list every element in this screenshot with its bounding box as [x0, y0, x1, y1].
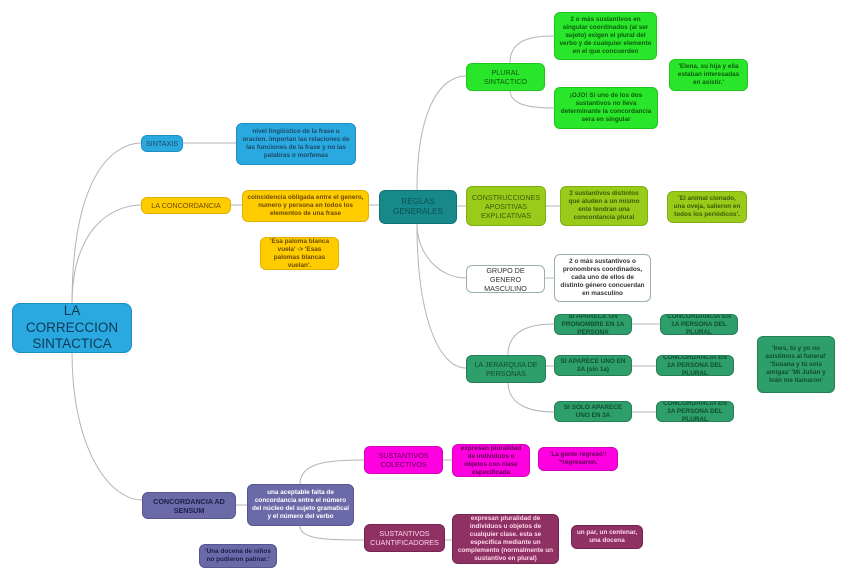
ad-sensum-node[interactable]: CONCORDANCIA AD SENSUM	[142, 492, 236, 519]
jerarquia-case-1-result[interactable]: CONCORDANCIA EN 1A PERSONA DEL PLURAL	[660, 314, 738, 335]
plural-rule-1[interactable]: 2 o más sustantivos en singular coordina…	[554, 12, 657, 60]
apositivas-node[interactable]: CONSTRUCCIONES APOSITIVAS EXPLICATIVAS	[466, 186, 546, 226]
root-topic[interactable]: LA CORRECCION SINTACTICA	[12, 303, 132, 353]
genero-masculino-node[interactable]: GRUPO DE GENERO MASCULINO	[466, 265, 545, 293]
apositivas-example[interactable]: 'El animal clonado, una oveja, salieron …	[667, 191, 747, 223]
sintaxis-description[interactable]: nivel lingüistico de la frase u oracion.…	[236, 123, 356, 165]
plural-sintactico-node[interactable]: PLURAL SINTACTICO	[466, 63, 545, 91]
ad-sensum-example[interactable]: 'Una docena de niños no pudieron patinar…	[199, 544, 277, 568]
jerarquia-case-1-condition[interactable]: SI APARECE UN PRONOMBRE EN 1A PERSONA	[554, 314, 632, 335]
plural-example[interactable]: 'Elena, su hija y ella estaban interesad…	[669, 59, 748, 91]
jerarquia-example[interactable]: 'Ines, tú y yo no asistimos al funeral' …	[757, 336, 835, 393]
colectivos-node[interactable]: SUSTANTIVOS COLECTIVOS	[364, 446, 443, 474]
jerarquia-case-2-result[interactable]: CONCORDANCIA EN 2A PERSONA DEL PLURAL	[656, 355, 734, 376]
jerarquia-case-3-condition[interactable]: SI SOLO APARECE UNO EN 3A	[554, 401, 632, 422]
concordancia-node[interactable]: LA CONCORDANCIA	[141, 197, 231, 214]
apositivas-rule[interactable]: 2 sustantivos distintos que aluden a un …	[560, 186, 648, 226]
reglas-generales-node[interactable]: REGLAS GENERALES	[379, 190, 457, 224]
jerarquia-case-3-result[interactable]: CONCORDANCIA EN 3A PERSONA DEL PLURAL	[656, 401, 734, 422]
colectivos-description[interactable]: expresan pluralidad de individuos o obje…	[452, 444, 530, 477]
cuantificadores-description[interactable]: expresan pluralidad de individuos u obje…	[452, 514, 559, 564]
concordancia-example[interactable]: 'Esa paloma blanca vuela' -> 'Esas palom…	[260, 237, 339, 270]
ad-sensum-description[interactable]: una aceptable falta de concordancia entr…	[247, 484, 354, 526]
plural-rule-2[interactable]: ¡OJO! Si uno de los dos sustantivos no l…	[554, 87, 658, 129]
jerarquia-case-2-condition[interactable]: SI APARECE UNO EN 2A (sin 1a)	[554, 355, 632, 376]
cuantificadores-node[interactable]: SUSTANTIVOS CUANTIFICADORES	[364, 524, 445, 552]
concordancia-description[interactable]: coincidencia obligada entre el genero, n…	[242, 190, 369, 222]
sintaxis-node[interactable]: SINTAXIS	[141, 135, 183, 152]
cuantificadores-example[interactable]: un par, un centenar, una docena	[571, 525, 643, 549]
genero-masculino-rule[interactable]: 2 o más sustantivos o pronombres coordin…	[554, 254, 651, 302]
jerarquia-personas-node[interactable]: LA JERARQUIA DE PERSONAS	[466, 355, 546, 383]
colectivos-example[interactable]: 'La gente regresó'/ '*regresaron.	[538, 447, 618, 471]
